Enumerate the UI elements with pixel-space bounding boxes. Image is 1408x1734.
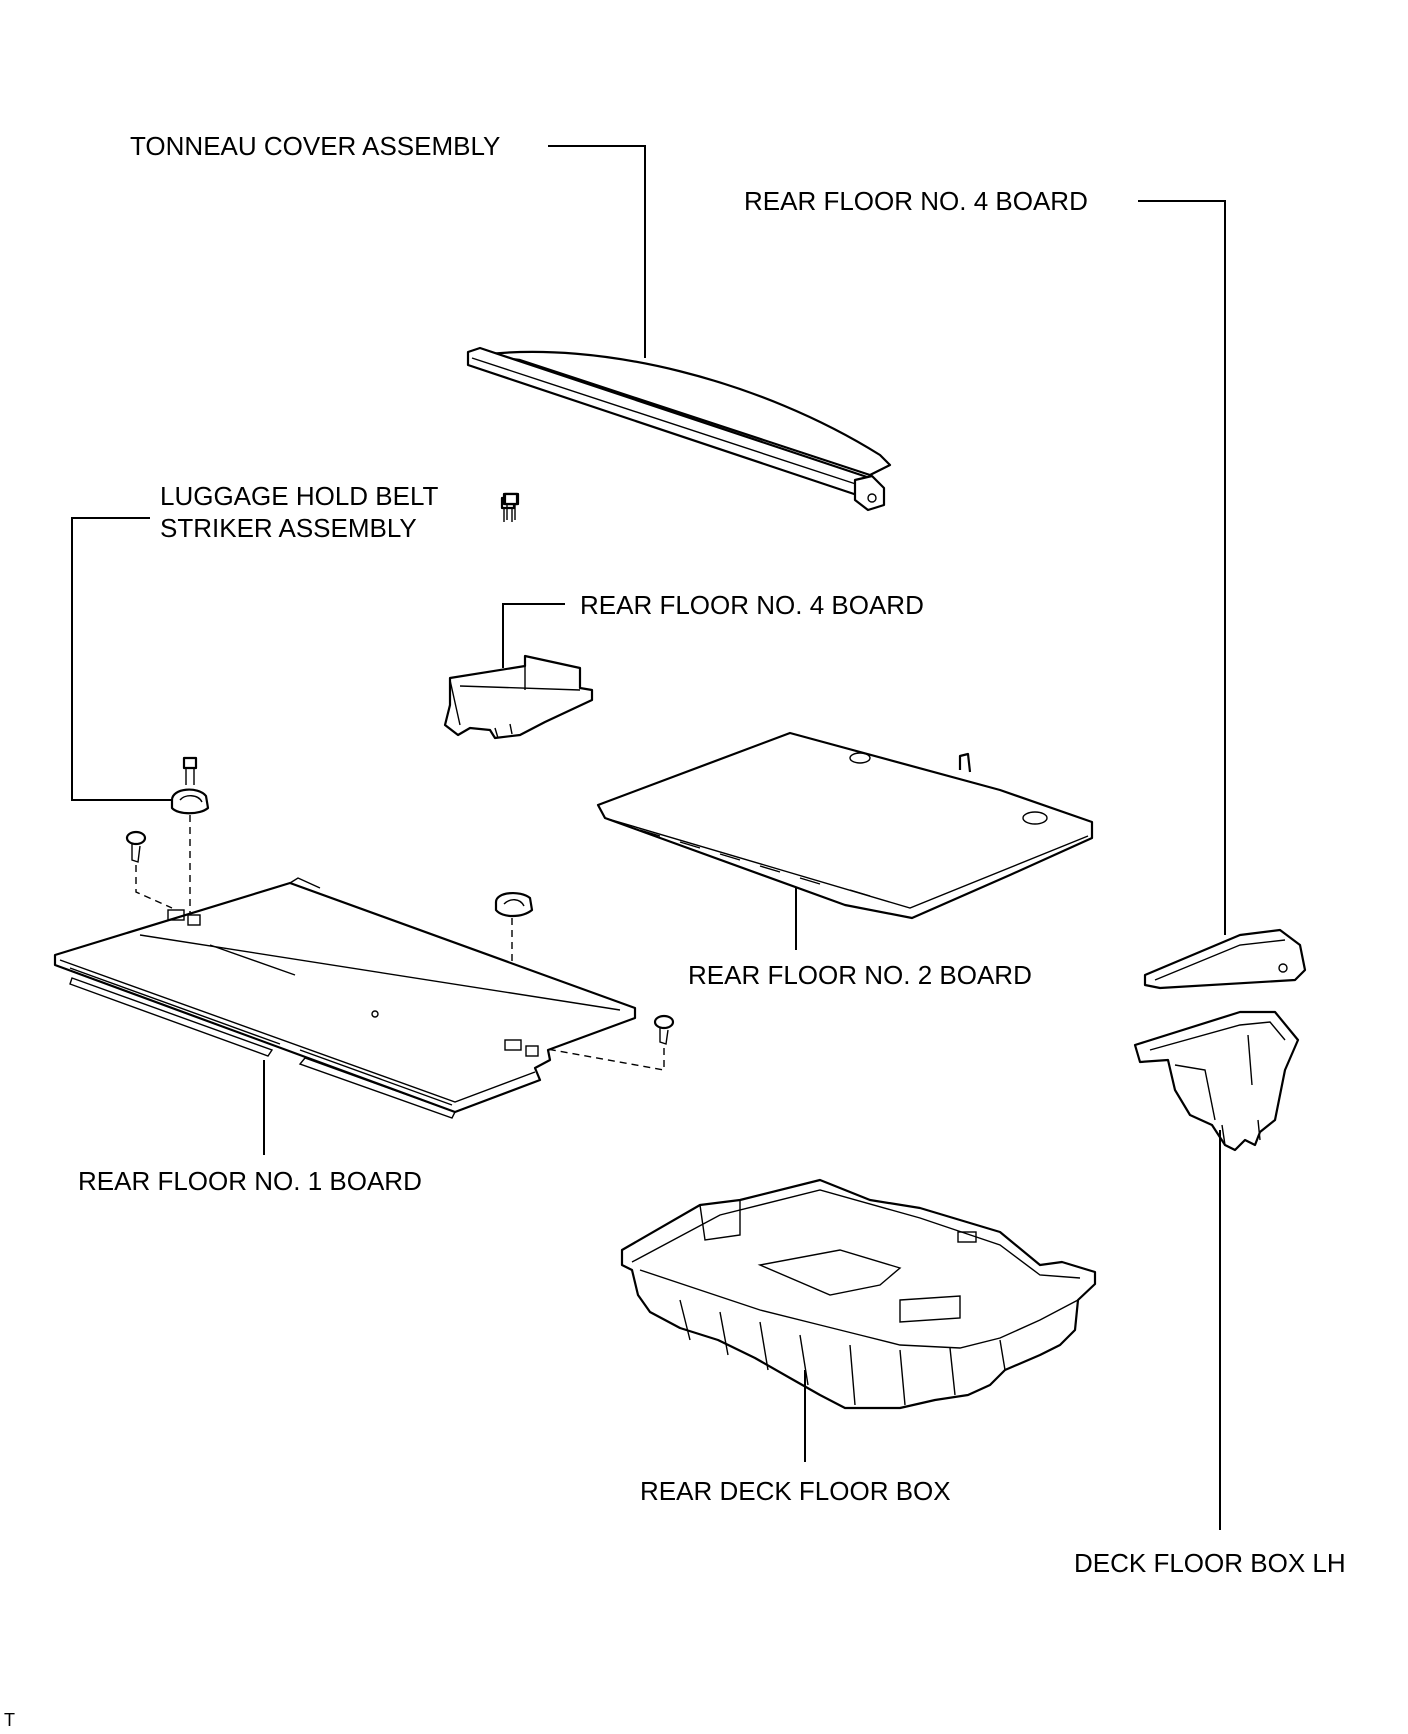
rear-deck-floor-box — [620, 1178, 1097, 1410]
leader-tonneau-cover — [548, 145, 646, 358]
clip-screw-left — [125, 830, 147, 863]
clip-screw-right — [653, 1014, 675, 1045]
luggage-belt-striker-left — [170, 756, 210, 815]
label-rear-deck-floor-box: REAR DECK FLOOR BOX — [640, 1476, 951, 1506]
rear-floor-no1-board — [53, 877, 637, 1119]
rear-floor-no4-board-right — [1143, 928, 1307, 990]
label-luggage-belt-line1: LUGGAGE HOLD BELT — [160, 481, 438, 511]
label-rear-floor-no1: REAR FLOOR NO. 1 BOARD — [78, 1166, 422, 1196]
label-tonneau-cover: TONNEAU COVER ASSEMBLY — [130, 131, 500, 161]
label-rear-floor-no4-mid: REAR FLOOR NO. 4 BOARD — [580, 590, 924, 620]
bolt-right-upper — [503, 492, 519, 520]
leader-rear-floor-no4-mid — [502, 603, 565, 668]
label-luggage-belt-line2: STRIKER ASSEMBLY — [160, 513, 417, 543]
rear-floor-no4-board-mid — [443, 654, 594, 740]
leader-rear-floor-no4-top — [1138, 200, 1226, 935]
rear-floor-no2-board — [596, 731, 1094, 920]
label-rear-floor-no4-top: REAR FLOOR NO. 4 BOARD — [744, 186, 1088, 216]
deck-floor-box-lh — [1133, 1010, 1300, 1152]
label-deck-floor-box-lh: DECK FLOOR BOX LH — [1074, 1548, 1346, 1578]
corner-mark: T — [4, 1710, 15, 1730]
label-rear-floor-no2: REAR FLOOR NO. 2 BOARD — [688, 960, 1032, 990]
tonneau-cover-assembly — [466, 346, 892, 512]
leader-luggage-belt — [71, 517, 178, 801]
